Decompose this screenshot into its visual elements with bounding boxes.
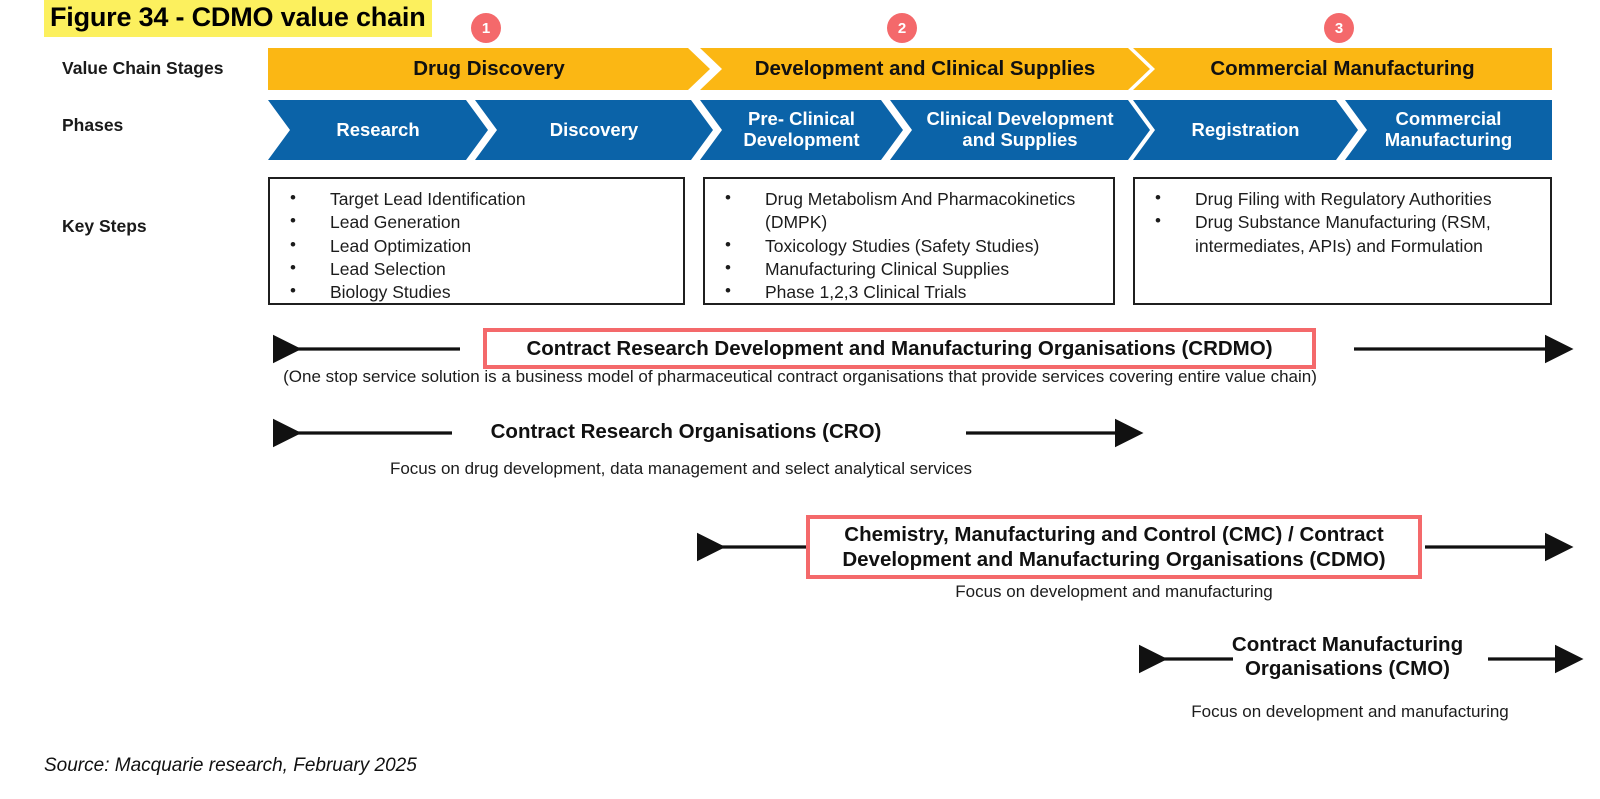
list-item: Biology Studies [282, 280, 673, 304]
key-steps-list-0: Target Lead Identification Lead Generati… [282, 187, 673, 304]
callout-cmo-label-line1: Contract Manufacturing [1231, 633, 1464, 656]
list-item: Lead Generation [282, 210, 673, 234]
list-item: Target Lead Identification [282, 187, 673, 211]
stage-chevron-commercial-manufacturing[interactable]: Commercial Manufacturing [1133, 48, 1552, 90]
stage-chevron-development-and-clinical-supplies[interactable]: Development and Clinical Supplies [700, 48, 1150, 90]
callout-cmc-cdmo-label-line1: Chemistry, Manufacturing and Control (CM… [844, 523, 1384, 546]
row-label-key-steps: Key Steps [62, 216, 147, 236]
list-item: Lead Selection [282, 257, 673, 281]
list-item: Drug Metabolism And Pharmacokinetics (DM… [717, 187, 1103, 235]
stage-badge-2: 2 [887, 13, 917, 43]
key-steps-list-2: Drug Filing with Regulatory Authorities … [1147, 187, 1540, 258]
phase-label-0: Research [336, 118, 420, 140]
list-item: Phase 1,2,3 Clinical Trials [717, 280, 1103, 304]
stage-label-2: Commercial Manufacturing [1210, 56, 1475, 80]
callout-cmc-cdmo[interactable]: Chemistry, Manufacturing and Control (CM… [806, 515, 1422, 579]
cmo-arrows [1138, 644, 1584, 674]
callout-cmo-label-line2: Organisations (CMO) [1244, 657, 1450, 681]
phase-chevron-discovery[interactable]: Discovery [475, 100, 713, 160]
crdmo-arrows [272, 334, 1574, 364]
stage-chevron-drug-discovery[interactable]: Drug Discovery [268, 48, 710, 90]
phase-label-4: Registration [1191, 118, 1300, 140]
key-steps-box-commercial-manufacturing: Drug Filing with Regulatory Authorities … [1133, 177, 1552, 305]
stage-label-1: Development and Clinical Supplies [754, 56, 1096, 80]
callout-crdmo[interactable]: Contract Research Development and Manufa… [483, 328, 1316, 369]
list-item: Toxicology Studies (Safety Studies) [717, 234, 1103, 258]
callout-cmc-cdmo-note: Focus on development and manufacturing [955, 582, 1273, 601]
phase-chevron-research[interactable]: Research [268, 100, 488, 160]
callout-cro[interactable]: Contract Research Organisations (CRO) [462, 420, 910, 444]
list-item: Manufacturing Clinical Supplies [717, 257, 1103, 281]
row-label-value-chain-stages: Value Chain Stages [62, 58, 224, 78]
callout-cmo-note: Focus on development and manufacturing [1191, 702, 1509, 721]
callout-cro-label: Contract Research Organisations (CRO) [490, 420, 882, 443]
callout-crdmo-note: (One stop service solution is a business… [283, 367, 1317, 386]
cro-arrows [272, 418, 1144, 448]
list-item: Drug Filing with Regulatory Authorities [1147, 187, 1540, 211]
phase-label-1: Discovery [549, 118, 639, 140]
row-label-phases: Phases [62, 115, 124, 135]
callout-cmo[interactable]: Contract Manufacturing Organisations (CM… [1215, 633, 1480, 681]
key-steps-box-development-and-clinical-supplies: Drug Metabolism And Pharmacokinetics (DM… [703, 177, 1115, 305]
key-steps-list-1: Drug Metabolism And Pharmacokinetics (DM… [717, 187, 1103, 304]
list-item: Lead Optimization [282, 234, 673, 258]
stage-badge-1: 1 [471, 13, 501, 43]
key-steps-box-drug-discovery: Target Lead Identification Lead Generati… [268, 177, 685, 305]
stage-badge-3: 3 [1324, 13, 1354, 43]
callout-cro-note: Focus on drug development, data manageme… [389, 459, 973, 478]
callout-cmc-cdmo-label-line2: Development and Manufacturing Organisati… [842, 548, 1386, 571]
source-note: Source: Macquarie research, February 202… [44, 755, 417, 776]
list-item: Drug Substance Manufacturing (RSM, inter… [1147, 210, 1540, 258]
phase-chevron-registration[interactable]: Registration [1133, 100, 1358, 160]
callout-crdmo-label: Contract Research Development and Manufa… [526, 336, 1273, 360]
stage-label-0: Drug Discovery [413, 56, 565, 80]
page-title: Figure 34 - CDMO value chain [44, 0, 432, 37]
